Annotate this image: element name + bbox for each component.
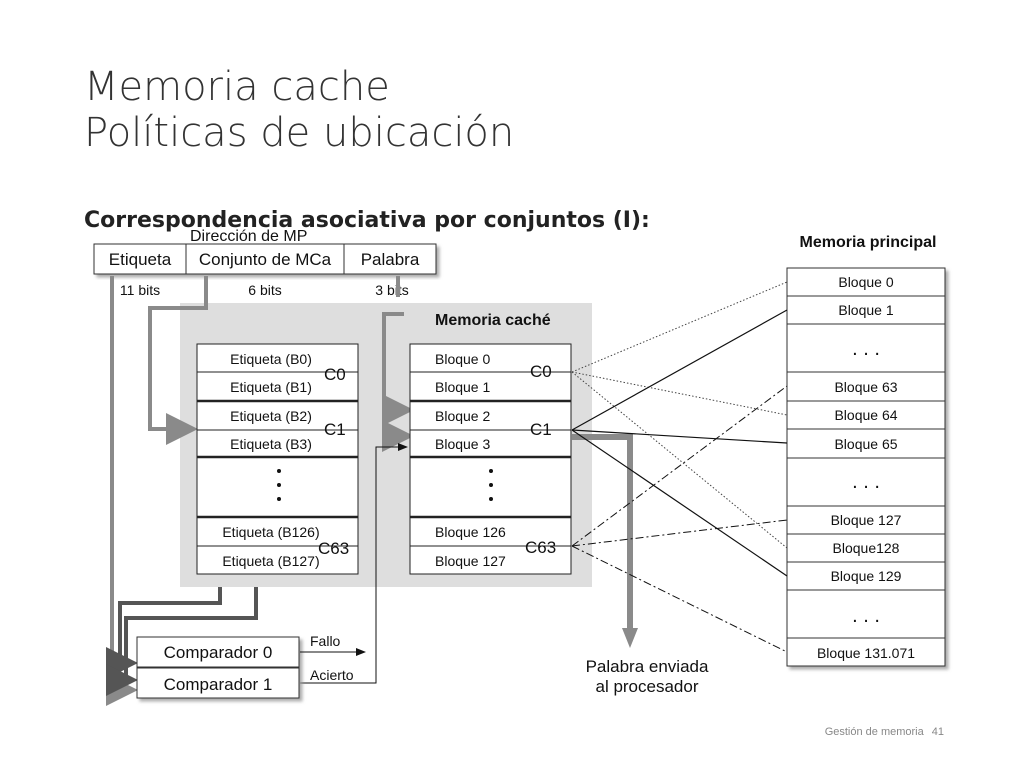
tag-entry: Etiqueta (B3) <box>230 436 312 452</box>
mm-block: Bloque 63 <box>834 379 897 395</box>
mapping-lines-c63 <box>571 385 788 653</box>
cache-label: Memoria caché <box>435 312 551 329</box>
tag-entry: Etiqueta (B1) <box>230 379 312 395</box>
tag-directory <box>196 343 359 575</box>
comparator-0: Comparador 0 <box>164 643 273 662</box>
bits-set: 6 bits <box>248 282 281 298</box>
mm-block: Bloque 0 <box>838 274 893 290</box>
address-routing-lines <box>106 276 638 706</box>
address-register <box>93 243 437 275</box>
tag-ellipsis <box>277 469 281 501</box>
tag-entry: Etiqueta (B127) <box>222 553 319 569</box>
mm-ellipsis: . . . <box>852 605 880 627</box>
page-number: 41 <box>931 726 944 738</box>
mm-block: Bloque 127 <box>831 512 902 528</box>
slide-subtitle: Correspondencia asociativa por conjuntos… <box>84 208 650 233</box>
slide-title: Memoria cache Políticas de ubicación <box>84 64 514 156</box>
tag-set-label: C0 <box>324 365 346 384</box>
output-line-2: al procesador <box>595 677 698 696</box>
main-memory <box>786 267 946 667</box>
field-tag: Etiqueta <box>109 250 172 269</box>
output-line-1: Palabra enviada <box>586 657 709 676</box>
slide-footer: Gestión de memoria 41 <box>817 726 944 738</box>
mapping-lines-c1 <box>571 309 788 577</box>
cache-data-blocks <box>409 343 572 575</box>
mm-block: Bloque 129 <box>831 568 902 584</box>
cache-set-label: C1 <box>530 420 552 439</box>
field-word: Palabra <box>361 250 420 269</box>
hit-label: Acierto <box>310 667 354 683</box>
mm-ellipsis: . . . <box>852 471 880 493</box>
mm-block: Bloque 1 <box>838 302 893 318</box>
miss-label: Fallo <box>310 633 341 649</box>
cache-block: Bloque 1 <box>435 379 490 395</box>
title-line-1: Memoria cache <box>84 64 390 110</box>
cache-block: Bloque 126 <box>435 524 506 540</box>
mm-block: Bloque128 <box>833 540 900 556</box>
mm-ellipsis: . . . <box>852 338 880 360</box>
tag-set-label: C1 <box>324 420 346 439</box>
comparator-1: Comparador 1 <box>164 675 273 694</box>
mm-block: Bloque 131.071 <box>817 645 915 661</box>
tag-set-label: C63 <box>318 539 349 558</box>
cache-block: Bloque 3 <box>435 436 490 452</box>
cache-set-label: C0 <box>530 362 552 381</box>
footer-text: Gestión de memoria <box>824 726 924 738</box>
mm-block: Bloque 65 <box>834 436 897 452</box>
tag-entry: Etiqueta (B0) <box>230 351 312 367</box>
cache-block: Bloque 2 <box>435 408 490 424</box>
bits-tag: 11 bits <box>120 282 160 298</box>
tag-entry: Etiqueta (B126) <box>222 524 319 540</box>
bits-word: 3 bits <box>375 282 408 298</box>
cache-block: Bloque 0 <box>435 351 490 367</box>
title-line-2: Políticas de ubicación <box>84 110 515 156</box>
field-set: Conjunto de MCa <box>199 250 332 269</box>
comparators <box>136 636 300 699</box>
tag-entry: Etiqueta (B2) <box>230 408 312 424</box>
main-memory-label: Memoria principal <box>800 234 937 251</box>
cache-set-label: C63 <box>525 538 556 557</box>
hit-arrow <box>300 443 408 684</box>
cache-ellipsis <box>489 469 493 501</box>
mm-block: Bloque 64 <box>834 407 897 423</box>
mapping-lines-c0 <box>571 281 788 549</box>
cache-block: Bloque 127 <box>435 553 506 569</box>
address-label: Dirección de MP <box>190 228 307 245</box>
